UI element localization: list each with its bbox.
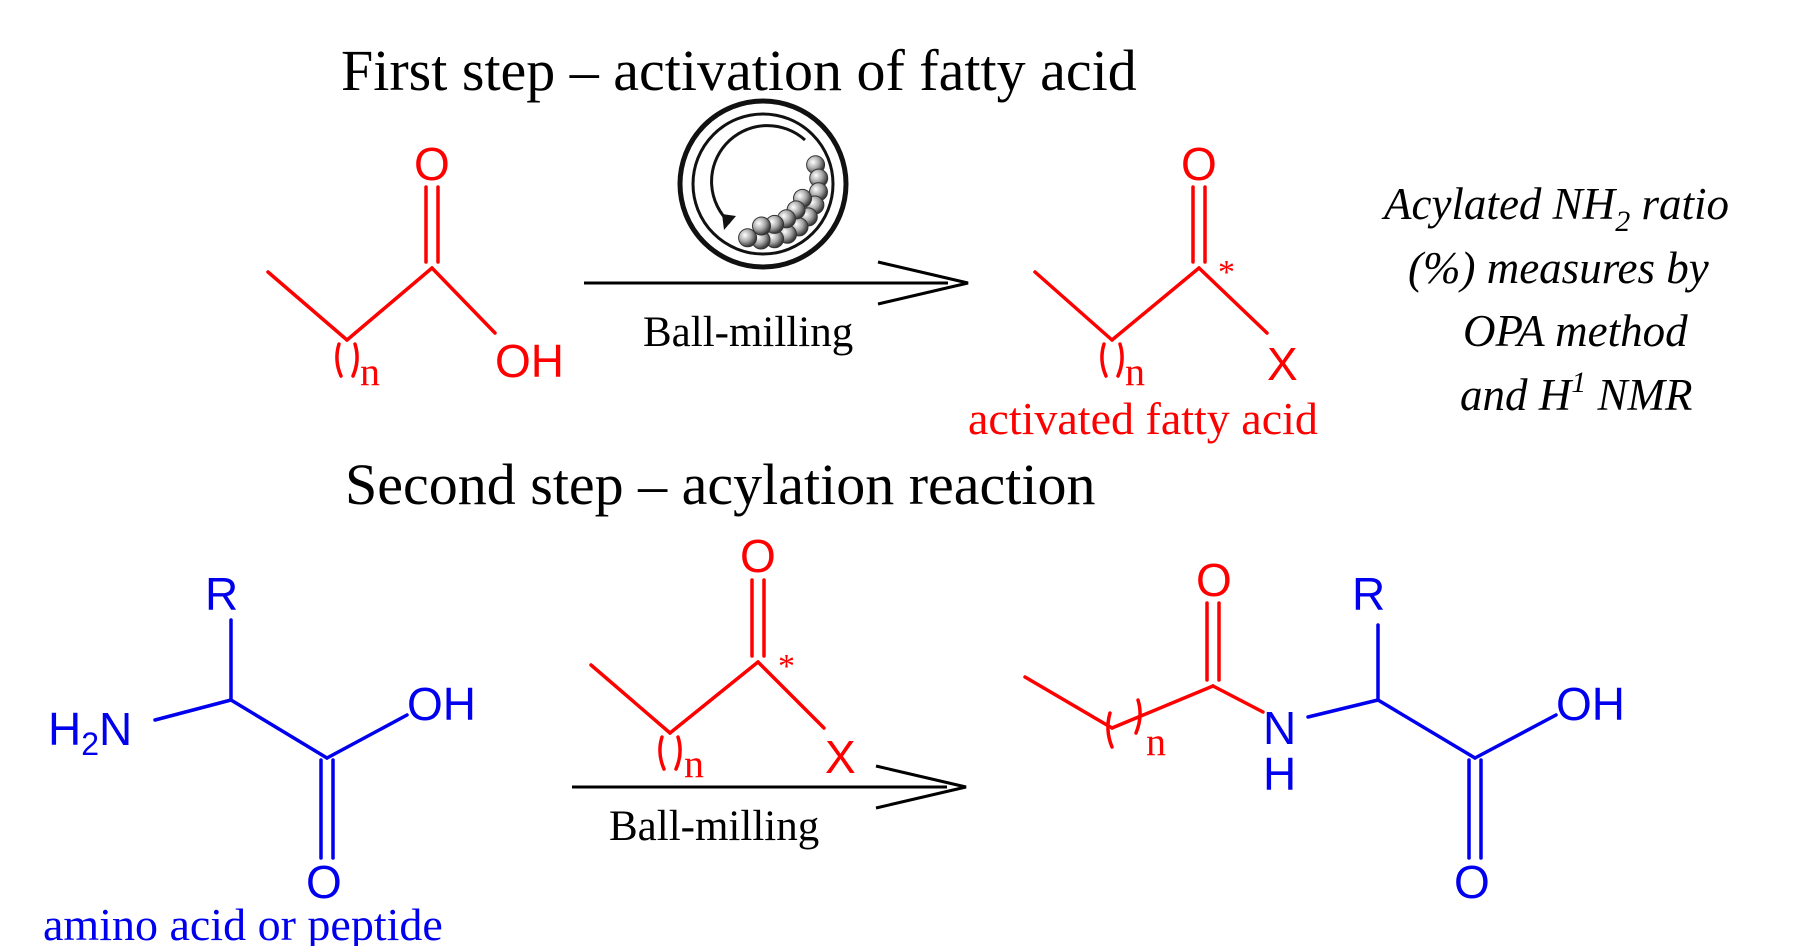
reagent-star-label: * [778,648,795,685]
mill-ball [738,228,758,248]
chain-repeat-n-label: n [360,349,380,394]
step2-arrow [572,764,967,810]
ball-mill-jar-icon [677,98,849,270]
fatty-acid-structure: O OH n [266,138,564,394]
product-carbonyl-oxygen-label: O [1454,856,1490,908]
note-line-2: (%) measures by [1408,243,1709,293]
note-line-1: Acylated NH2 ratio [1381,179,1729,238]
step2-arrow-label: Ball-milling [609,803,819,850]
reagent-x-label: X [825,731,856,783]
activated-chain-n-label: n [1125,349,1145,394]
note-line-4: and H1 NMR [1460,366,1693,420]
amino-acid-structure: R H2N OH O [48,568,476,908]
reagent-oxygen-label: O [740,530,776,582]
acylated-product-structure: O n N H R OH O [1023,554,1625,908]
amide-n-label: N [1263,702,1296,754]
reagent-activated-fatty-acid-structure: O * X n [589,530,856,786]
amino-r-group-label: R [205,568,238,620]
activated-carbonyl-oxygen-label: O [1181,138,1217,190]
amide-h-label: H [1263,748,1296,800]
carbonyl-oxygen-label: O [414,138,450,190]
hydroxyl-label: OH [495,335,564,387]
activated-star-label: * [1218,254,1235,291]
step1-title: First step – activation of fatty acid [341,38,1137,103]
amine-label: H2N [48,703,132,762]
amino-hydroxyl-label: OH [407,678,476,730]
step1-arrow-label: Ball-milling [643,309,853,356]
product-hydroxyl-label: OH [1556,678,1625,730]
product-r-group-label: R [1352,568,1385,620]
amino-acid-caption: amino acid or peptide [43,899,443,946]
product-chain-n-label: n [1146,719,1166,764]
step2-title: Second step – acylation reaction [345,452,1096,517]
note-line-3: OPA method [1463,306,1688,356]
reagent-chain-n-label: n [684,741,704,786]
amino-carbonyl-oxygen-label: O [306,856,342,908]
activated-fatty-acid-caption: activated fatty acid [968,393,1318,444]
leaving-group-x-label: X [1267,338,1298,390]
measurement-note: Acylated NH2 ratio (%) measures by OPA m… [1381,179,1729,420]
activated-fatty-acid-structure: O * X n [1033,138,1298,394]
step1-arrow [584,260,969,306]
mill-ball [752,216,771,236]
product-oxygen-label: O [1196,554,1232,606]
